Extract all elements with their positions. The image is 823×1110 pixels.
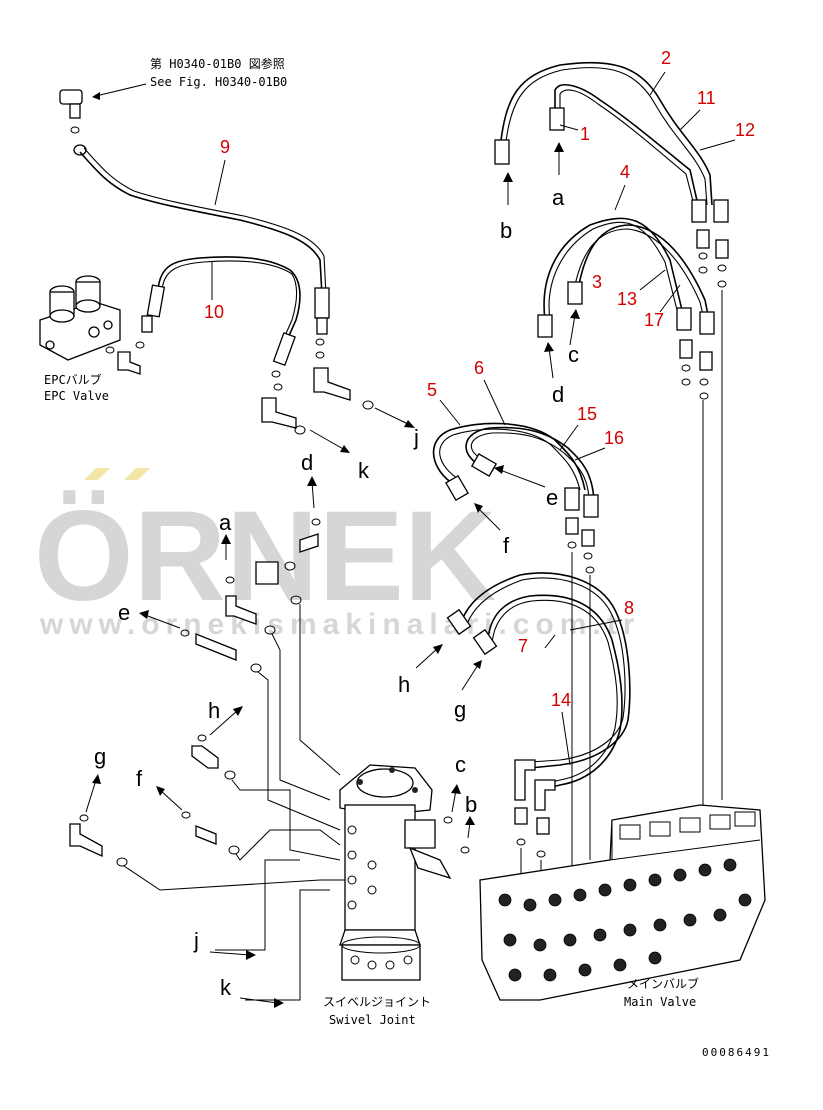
part-number-10: 10 [204,302,224,322]
letter-d2: d [301,450,313,475]
letter-a1: a [552,185,565,210]
letter-b2: b [465,792,477,817]
letter-h2: h [208,698,220,723]
letter-j2: j [193,928,199,953]
part-number-7: 7 [518,636,528,656]
epc-valve-label-en: EPC Valve [44,389,109,403]
letter-k1: k [358,458,370,483]
part-number-2: 2 [661,48,671,68]
watermark-url: www.ornekismakinalari.com.tr [39,608,640,641]
drawing-number: 00086491 [702,1046,771,1059]
letter-a2: a [219,510,232,535]
part-number-17: 17 [644,310,664,330]
part-number-4: 4 [620,162,630,182]
part-number-12: 12 [735,120,755,140]
letter-j1: j [413,425,419,450]
letter-g1: g [454,697,466,722]
epc-valve [39,275,145,375]
letter-f1: f [503,533,510,558]
center-fittings [69,518,321,867]
main-valve-label-en: Main Valve [624,995,696,1009]
part-number-6: 6 [474,358,484,378]
part-number-14: 14 [551,690,571,710]
reference-jp: 第 H0340-01B0 図参照 [150,56,285,71]
letter-b1: b [500,218,512,243]
letter-e1: e [546,485,558,510]
part-number-16: 16 [604,428,624,448]
letter-e2: e [118,600,130,625]
letter-c1: c [568,342,579,367]
reference-en: See Fig. H0340-01B0 [150,75,287,89]
part-number-15: 15 [577,404,597,424]
letter-c2: c [455,752,466,777]
letter-g2: g [94,744,106,769]
part-number-11: 11 [697,88,716,108]
watermark: ÖRNEK www.ornekismakinalari.com.tr [34,468,640,641]
main-valve-label-jp: メインバルブ [627,976,699,991]
letter-h1: h [398,672,410,697]
part-number-8: 8 [624,598,634,618]
part-number-3: 3 [592,272,602,292]
epc-valve-label-jp: EPCバルブ [44,372,102,387]
part-number-13: 13 [617,289,637,309]
part-number-9: 9 [220,137,230,157]
letter-f2: f [136,766,143,791]
part-number-1: 1 [580,124,590,144]
top-elbow-fitting [59,89,87,156]
part-number-5: 5 [427,380,437,400]
main-valve [479,804,766,1001]
watermark-brand: ÖRNEK [34,485,496,628]
swivel-joint-label-jp: スイベルジョイント [323,995,431,1009]
swivel-joint [339,764,452,981]
letter-k2: k [220,975,232,1000]
swivel-joint-label-en: Swivel Joint [329,1013,416,1027]
letter-d1: d [552,382,564,407]
